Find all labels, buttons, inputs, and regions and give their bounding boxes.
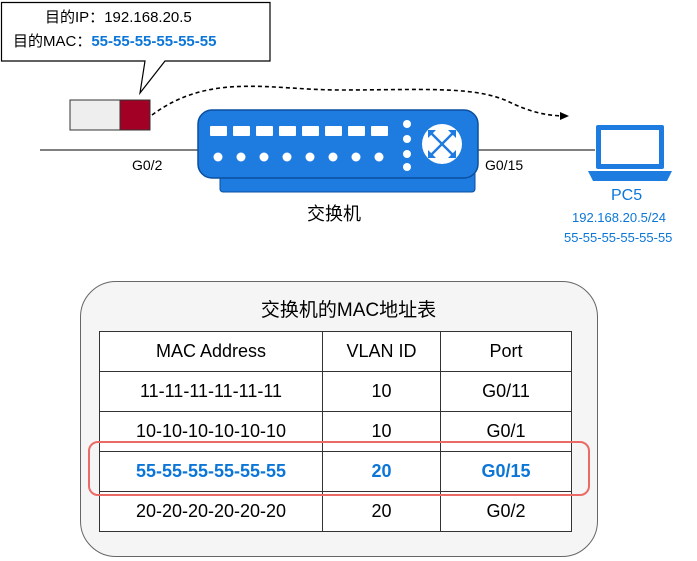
destination-ip-value: 192.168.20.5 <box>104 9 192 26</box>
highlight-box <box>88 441 590 496</box>
mac-address-table: MAC Address VLAN ID Port 11-11-11-11-11-… <box>99 331 572 532</box>
port-label-left: G0/2 <box>132 157 163 173</box>
cell-mac: 11-11-11-11-11-11 <box>99 371 323 412</box>
mac-table-title: 交换机的MAC地址表 <box>260 300 437 321</box>
cell-port: G0/2 <box>440 491 572 532</box>
cell-mac: 20-20-20-20-20-20 <box>99 491 323 532</box>
destination-ip-label: 目的IP： <box>45 9 105 26</box>
destination-ip-line: 目的IP：192.168.20.5 <box>45 7 192 28</box>
pc-ip: 192.168.20.5/24 <box>572 210 666 225</box>
cell-port: G0/1 <box>440 411 572 452</box>
header-vlan-id: VLAN ID <box>322 331 441 372</box>
table-row: 11-11-11-11-11-11 10 G0/11 <box>99 371 572 412</box>
destination-mac-label: 目的MAC： <box>13 33 92 50</box>
header-mac-address: MAC Address <box>99 331 323 372</box>
cell-vlan: 10 <box>322 371 441 412</box>
pc-name: PC5 <box>611 187 643 204</box>
switch-label: 交换机 <box>307 204 361 224</box>
laptop-icon <box>588 125 672 181</box>
destination-mac-value: 55-55-55-55-55-55 <box>91 33 217 50</box>
cell-mac: 10-10-10-10-10-10 <box>99 411 323 452</box>
cell-vlan: 20 <box>322 451 441 492</box>
callout-bubble <box>0 1 271 96</box>
cell-mac: 55-55-55-55-55-55 <box>99 451 323 492</box>
table-header-row: MAC Address VLAN ID Port <box>99 331 572 372</box>
port-label-right: G0/15 <box>485 157 524 173</box>
cell-port: G0/11 <box>440 371 572 412</box>
data-frame-icon <box>69 99 151 131</box>
header-port: Port <box>440 331 572 372</box>
table-row: 10-10-10-10-10-10 10 G0/1 <box>99 411 572 452</box>
cell-vlan: 20 <box>322 491 441 532</box>
table-row: 20-20-20-20-20-20 20 G0/2 <box>99 491 572 532</box>
forwarding-path-arrow <box>151 85 569 120</box>
destination-mac-line: 目的MAC：55-55-55-55-55-55 <box>13 31 216 52</box>
pc-mac: 55-55-55-55-55-55 <box>564 230 673 245</box>
cell-vlan: 10 <box>322 411 441 452</box>
switch-icon <box>197 109 479 193</box>
